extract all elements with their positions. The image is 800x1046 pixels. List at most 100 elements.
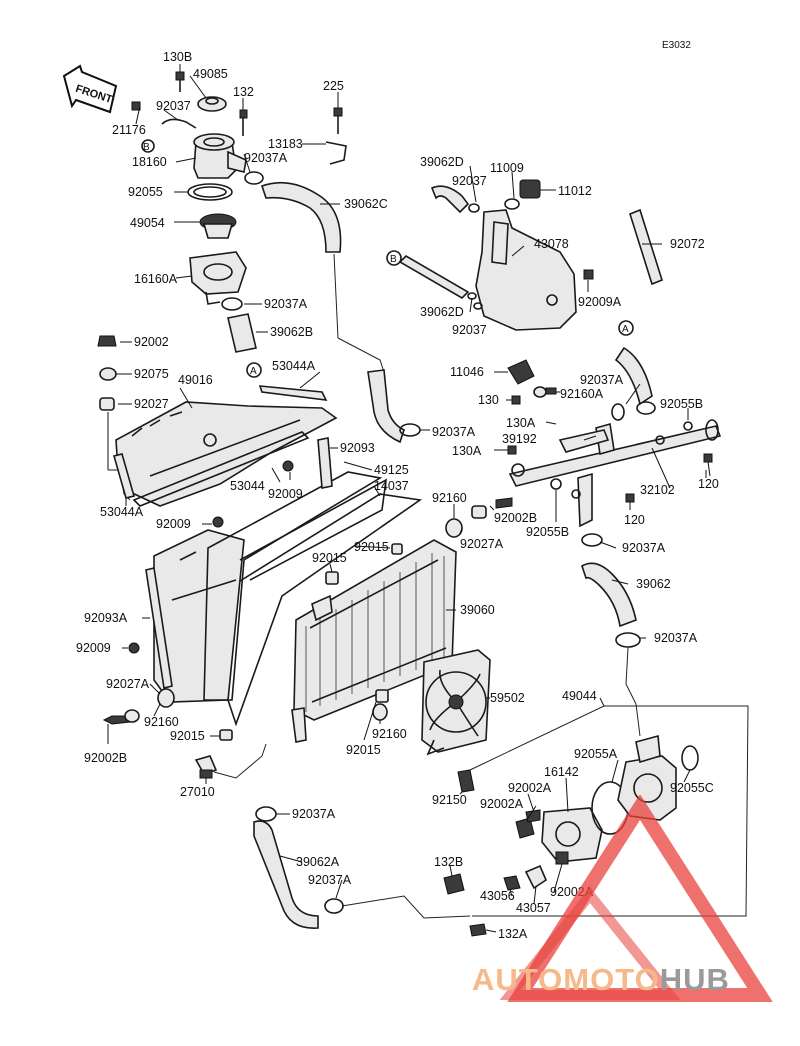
- label-49044: 49044: [562, 689, 597, 703]
- label-92027a-2: 92027A: [106, 677, 150, 691]
- label-39062b: 39062B: [270, 325, 313, 339]
- label-92075: 92075: [134, 367, 169, 381]
- label-59502: 59502: [490, 691, 525, 705]
- label-21176: 21176: [112, 123, 146, 137]
- label-92093: 92093: [340, 441, 375, 455]
- label-49085: 49085: [193, 67, 228, 81]
- label-92002b-2: 92002B: [84, 751, 127, 765]
- label-53044a-top: 53044A: [272, 359, 316, 373]
- label-13183: 13183: [268, 137, 303, 151]
- label-92015-4: 92015: [346, 743, 381, 757]
- label-92093a: 92093A: [84, 611, 128, 625]
- svg-text:B: B: [143, 142, 150, 153]
- radiator-mount-hardware: [97, 335, 131, 501]
- label-92037-res2: 92037: [452, 323, 487, 337]
- svg-text:A: A: [250, 366, 257, 377]
- label-92037-res: 92037: [452, 174, 487, 188]
- label-14037: 14037: [374, 479, 409, 493]
- label-92037a-2: 92037A: [264, 297, 308, 311]
- label-92015-3: 92015: [170, 729, 205, 743]
- label-39062d-2: 39062D: [420, 305, 464, 319]
- label-120-2: 120: [624, 513, 645, 527]
- label-92002a-2: 92002A: [480, 797, 524, 811]
- label-225: 225: [323, 79, 344, 93]
- label-92009a: 92009A: [578, 295, 622, 309]
- label-43057: 43057: [516, 901, 551, 915]
- label-39062c: 39062C: [344, 197, 388, 211]
- label-16160a: 16160A: [134, 272, 178, 286]
- label-92037a-7: 92037A: [292, 807, 336, 821]
- label-130a: 130A: [506, 416, 536, 430]
- leader-lines: [107, 64, 707, 933]
- label-11009: 11009: [490, 161, 524, 175]
- diagram-code: E3032: [662, 40, 691, 51]
- label-92037a-5: 92037A: [622, 541, 666, 555]
- reservoir-tank: B: [386, 179, 663, 331]
- hose-39062: [581, 562, 641, 737]
- label-49125: 49125: [374, 463, 409, 477]
- label-49054: 49054: [130, 216, 165, 230]
- label-43056: 43056: [480, 889, 515, 903]
- label-39062: 39062: [636, 577, 671, 591]
- label-92002: 92002: [134, 335, 169, 349]
- label-92015-2: 92015: [312, 551, 347, 565]
- label-92037a-8: 92037A: [308, 873, 352, 887]
- water-pump-assembly: [443, 705, 749, 937]
- label-92055: 92055: [128, 185, 163, 199]
- label-132a: 132A: [498, 927, 528, 941]
- label-92002a: 92002A: [508, 781, 552, 795]
- label-130b: 130B: [163, 50, 192, 64]
- label-92037a-4: 92037A: [432, 425, 476, 439]
- label-39192: 39192: [502, 432, 537, 446]
- label-49016: 49016: [178, 373, 213, 387]
- watermark-brand-b: HUB: [659, 962, 730, 997]
- radiator-assembly: [102, 437, 457, 779]
- label-92055a: 92055A: [574, 747, 618, 761]
- label-92055b: 92055B: [660, 397, 703, 411]
- label-92055b-2: 92055B: [526, 525, 569, 539]
- label-39062d: 39062D: [420, 155, 464, 169]
- label-92037a-3: 92037A: [580, 373, 624, 387]
- water-pipe-32102: A: [445, 320, 722, 547]
- front-arrow-icon: FRONT: [62, 64, 118, 114]
- cooling-fan-59502: [421, 649, 491, 756]
- label-18160: 18160: [132, 155, 167, 169]
- label-92160-2: 92160: [144, 715, 179, 729]
- label-92027a: 92027A: [460, 537, 504, 551]
- watermark-brand-a: AUTOMOTO: [472, 962, 660, 997]
- label-92037: 92037: [156, 99, 191, 113]
- label-92015: 92015: [354, 540, 389, 554]
- part-labels: 130B 49085 132 225 92037 21176 18160 920…: [76, 50, 719, 941]
- label-92002b: 92002B: [494, 511, 537, 525]
- bracket-13183: [325, 107, 347, 165]
- label-92009-2: 92009: [156, 517, 191, 531]
- label-53044: 53044: [230, 479, 265, 493]
- label-92037a: 92037A: [244, 151, 288, 165]
- label-27010: 27010: [180, 785, 215, 799]
- radiator-fins: [305, 553, 445, 712]
- label-92160a: 92160A: [560, 387, 604, 401]
- label-39060: 39060: [460, 603, 495, 617]
- watermark-logo-icon: [499, 795, 773, 1002]
- label-132b: 132B: [434, 855, 463, 869]
- label-43078: 43078: [534, 237, 569, 251]
- label-32102: 32102: [640, 483, 675, 497]
- label-92150: 92150: [432, 793, 467, 807]
- label-92055c: 92055C: [670, 781, 714, 795]
- thermostat-housing-group: A B: [131, 71, 264, 378]
- label-132: 132: [233, 85, 254, 99]
- label-39062a: 39062A: [296, 855, 340, 869]
- watermark-text: AUTOMOTOHUB: [472, 962, 730, 998]
- label-92009: 92009: [268, 487, 303, 501]
- label-11012: 11012: [558, 184, 592, 198]
- label-53044a: 53044A: [100, 505, 144, 519]
- label-92072: 92072: [670, 237, 705, 251]
- label-130: 130: [478, 393, 499, 407]
- label-11046: 11046: [450, 365, 484, 379]
- label-92160: 92160: [432, 491, 467, 505]
- label-92160-3: 92160: [372, 727, 407, 741]
- label-120: 120: [698, 477, 719, 491]
- svg-text:A: A: [622, 324, 629, 335]
- label-92037a-6: 92037A: [654, 631, 698, 645]
